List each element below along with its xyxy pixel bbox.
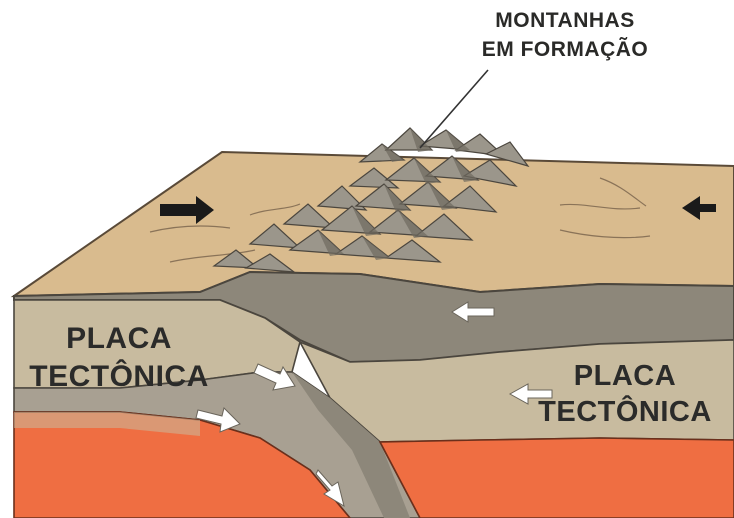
mantle-right [380, 438, 734, 518]
plate-label-right: PLACA TECTÔNICA [520, 358, 730, 430]
plate-left-line-1: PLACA [4, 320, 234, 358]
plate-right-line-1: PLACA [520, 358, 730, 394]
callout-line-1: MONTANHAS [440, 6, 690, 35]
plate-label-left: PLACA TECTÔNICA [4, 320, 234, 396]
plate-left-line-2: TECTÔNICA [4, 358, 234, 396]
mountains-callout-label: MONTANHAS EM FORMAÇÃO [440, 6, 690, 64]
callout-line-2: EM FORMAÇÃO [440, 35, 690, 64]
plate-right-line-2: TECTÔNICA [520, 394, 730, 430]
